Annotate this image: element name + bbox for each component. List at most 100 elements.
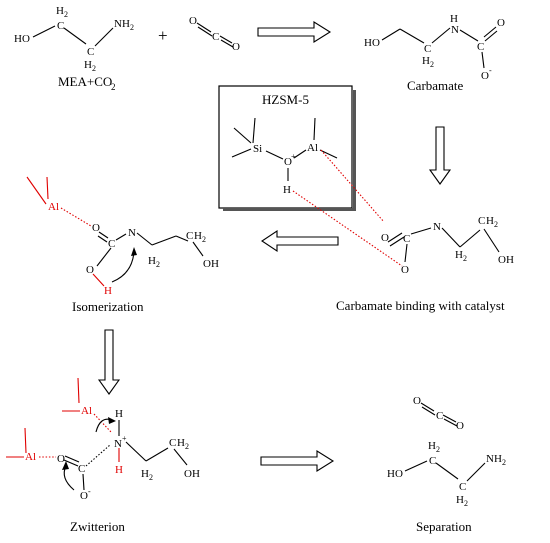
sep-co2-o1-label: O bbox=[413, 395, 421, 407]
svg-text:2: 2 bbox=[130, 23, 134, 32]
mea-c2-label: C bbox=[87, 46, 94, 58]
oplus-label: O bbox=[284, 156, 292, 168]
separation-co2: O C O bbox=[413, 395, 464, 432]
carbamate-caption: Carbamate bbox=[407, 78, 464, 93]
iso-o2-label: O bbox=[86, 264, 94, 276]
mea-h2-label: H bbox=[56, 5, 64, 17]
svg-text:2: 2 bbox=[202, 235, 206, 244]
al-label: Al bbox=[307, 142, 318, 154]
mea-nh2-label: NH bbox=[114, 18, 130, 30]
zw-h2-label: H bbox=[115, 464, 123, 476]
binding-caption: Carbamate binding with catalyst bbox=[336, 298, 505, 313]
isomerization-caption: Isomerization bbox=[72, 299, 144, 314]
svg-text:-: - bbox=[88, 487, 91, 496]
svg-text:2: 2 bbox=[464, 499, 468, 508]
bound-ch2-h: H bbox=[486, 215, 494, 227]
carb-n-label: N bbox=[451, 24, 459, 36]
mea-co2-text: MEA+CO bbox=[58, 74, 112, 89]
hzsm5-title: HZSM-5 bbox=[262, 92, 309, 107]
co2-o2-label: O bbox=[232, 41, 240, 53]
zw-nplus-label: N bbox=[114, 438, 122, 450]
h-o-interaction bbox=[292, 190, 403, 267]
bound-carbamate: O C O N H 2 C H 2 OH bbox=[381, 215, 514, 276]
arrow-right-1 bbox=[257, 21, 332, 43]
zw-ch2-h: H bbox=[177, 437, 185, 449]
carb-ominus-label: O bbox=[481, 70, 489, 82]
co2-c-label: C bbox=[212, 31, 219, 43]
al-o-interaction bbox=[320, 149, 385, 223]
iso-al-label: Al bbox=[48, 201, 59, 213]
sep-co2-o2-label: O bbox=[456, 420, 464, 432]
mea-ho-label: HO bbox=[14, 33, 30, 45]
isomerization-molecule: Al O C N O H H 2 C H 2 OH bbox=[26, 176, 219, 297]
svg-text:2: 2 bbox=[430, 60, 434, 69]
svg-text:+: + bbox=[291, 152, 296, 161]
carb-h-label: H bbox=[450, 13, 458, 25]
iso-o-label: O bbox=[92, 222, 100, 234]
hzsm5-structure: Si O + Al H bbox=[231, 117, 338, 196]
svg-text:2: 2 bbox=[156, 260, 160, 269]
si-label: Si bbox=[253, 143, 262, 155]
arrow-down-1 bbox=[428, 126, 452, 185]
zw-h1-label: H bbox=[115, 408, 123, 420]
sep-nh2-label: NH bbox=[486, 453, 502, 465]
iso-h2-label: H bbox=[148, 255, 156, 267]
zw-al1-label: Al bbox=[81, 405, 92, 417]
sep-c1-label: C bbox=[429, 455, 436, 467]
mea-molecule: HO H 2 C C H 2 NH 2 bbox=[14, 5, 134, 73]
arrow-down-2 bbox=[97, 329, 121, 395]
bound-n-label: N bbox=[433, 221, 441, 233]
zw-oh-label: OH bbox=[184, 468, 200, 480]
arrow-right-2 bbox=[260, 450, 335, 472]
sep-c2-label: C bbox=[459, 481, 466, 493]
iso-n-label: N bbox=[128, 227, 136, 239]
bound-oh-label: OH bbox=[498, 254, 514, 266]
bound-c-label: C bbox=[403, 233, 410, 245]
hzsm5-box-shadow bbox=[353, 90, 356, 211]
svg-text:2: 2 bbox=[494, 220, 498, 229]
iso-oh-label: OH bbox=[203, 258, 219, 270]
svg-text:+: + bbox=[122, 434, 127, 443]
zw-ominus-label: O bbox=[80, 490, 88, 502]
zwitterion-caption: Zwitterion bbox=[70, 519, 125, 534]
bound-o2-label: O bbox=[401, 264, 409, 276]
svg-text:2: 2 bbox=[149, 473, 153, 482]
sep-h2-label: H bbox=[428, 440, 436, 452]
zw-al2-label: Al bbox=[25, 451, 36, 463]
sep-co2-c-label: C bbox=[436, 410, 443, 422]
mea-h2b-label: H bbox=[84, 59, 92, 71]
svg-text:2: 2 bbox=[502, 458, 506, 467]
separation-caption: Separation bbox=[416, 519, 472, 534]
mea-c1-label: C bbox=[57, 20, 64, 32]
iso-h-label: H bbox=[104, 285, 112, 297]
iso-ch2-label: C bbox=[186, 230, 193, 242]
arrow-left-1 bbox=[261, 229, 339, 253]
svg-text:2: 2 bbox=[64, 10, 68, 19]
sep-ho-label: HO bbox=[387, 468, 403, 480]
sep-h2b-label: H bbox=[456, 494, 464, 506]
carb-ho-label: HO bbox=[364, 37, 380, 49]
iso-ch2-h: H bbox=[194, 230, 202, 242]
iso-c-label: C bbox=[108, 238, 115, 250]
svg-text:-: - bbox=[489, 66, 492, 75]
bound-o-label: O bbox=[381, 232, 389, 244]
plus-operator: + bbox=[158, 26, 168, 45]
zw-c-label: C bbox=[78, 463, 85, 475]
zw-o-label: O bbox=[57, 453, 65, 465]
zw-ch2-label: C bbox=[169, 437, 176, 449]
bound-ch2-label: C bbox=[478, 215, 485, 227]
carb-o-label: O bbox=[497, 17, 505, 29]
zw-h2c-label: H bbox=[141, 468, 149, 480]
carbamate-molecule: HO C H 2 H N C O O - bbox=[364, 13, 505, 82]
h-label: H bbox=[283, 184, 291, 196]
co2-o1-label: O bbox=[189, 15, 197, 27]
carb-c2-label: C bbox=[477, 41, 484, 53]
svg-text:2: 2 bbox=[463, 254, 467, 263]
bound-h2-label: H bbox=[455, 249, 463, 261]
svg-text:2: 2 bbox=[436, 445, 440, 454]
svg-text:2: 2 bbox=[185, 442, 189, 451]
zwitterion-molecule: Al Al O C O - N + H H H 2 C H 2 OH bbox=[6, 377, 200, 502]
svg-text:2: 2 bbox=[92, 64, 96, 73]
separation-mea: HO H 2 C C H 2 NH 2 bbox=[387, 440, 506, 508]
